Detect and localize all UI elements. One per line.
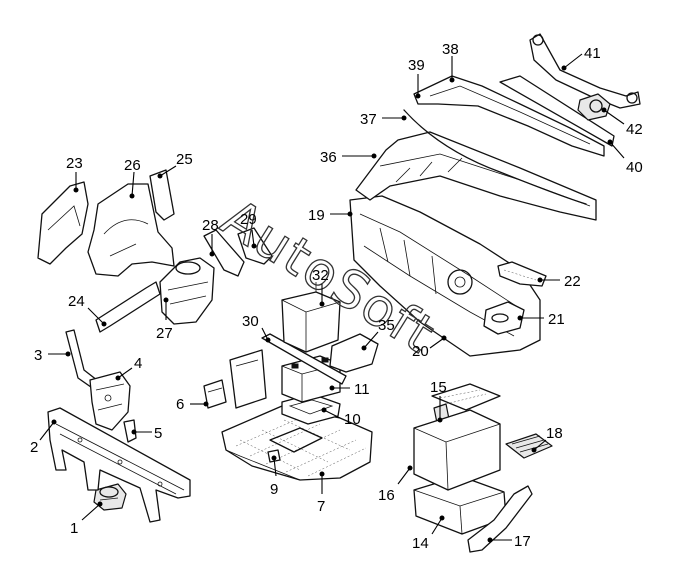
svg-text:28: 28 (202, 217, 219, 234)
svg-text:11: 11 (354, 381, 370, 398)
callout-2: 2 (30, 419, 57, 456)
callout-3: 3 (34, 347, 71, 364)
svg-text:7: 7 (317, 498, 325, 515)
svg-text:18: 18 (546, 425, 563, 442)
part-28-bracket (203, 229, 245, 277)
callout-25: 25 (157, 151, 193, 179)
svg-text:40: 40 (626, 159, 643, 176)
svg-text:15: 15 (430, 379, 447, 396)
svg-text:37: 37 (360, 111, 377, 128)
callout-10: 10 (321, 407, 361, 428)
callout-37: 37 (360, 111, 407, 128)
svg-text:19: 19 (308, 207, 325, 224)
part-37-seal-strip (403, 109, 587, 205)
callout-29: 29 (240, 211, 257, 249)
part-4-bracket-housing (89, 371, 131, 431)
callout-7: 7 (317, 471, 325, 515)
svg-text:26: 26 (124, 157, 141, 174)
part-35-cover (329, 333, 379, 373)
part-42-wiper-motor (577, 93, 611, 121)
callout-38: 38 (442, 41, 459, 83)
part-38-cowl-upper (413, 75, 605, 157)
part-25-small-panel (149, 169, 175, 221)
callout-39: 39 (408, 57, 425, 99)
callout-26: 26 (124, 157, 141, 199)
callout-5: 5 (131, 425, 162, 442)
svg-text:32: 32 (312, 267, 329, 284)
svg-text:16: 16 (378, 487, 395, 504)
svg-text:41: 41 (584, 45, 601, 62)
svg-text:14: 14 (412, 535, 429, 552)
svg-text:24: 24 (68, 293, 85, 310)
callout-17: 17 (487, 533, 531, 550)
part-5-clip (123, 419, 137, 443)
svg-text:29: 29 (240, 211, 257, 228)
svg-text:3: 3 (34, 347, 42, 364)
svg-text:42: 42 (626, 121, 643, 138)
part-26-wheelhouse (87, 183, 175, 277)
callout-35: 35 (361, 317, 395, 351)
svg-text:25: 25 (176, 151, 193, 168)
part-32-control-box (281, 282, 341, 353)
callout-27: 27 (156, 297, 173, 342)
callout-6: 6 (176, 396, 209, 413)
callout-28: 28 (202, 217, 219, 257)
callout-15: 15 (430, 379, 447, 423)
svg-text:30: 30 (242, 313, 259, 330)
svg-text:39: 39 (408, 57, 425, 74)
svg-text:17: 17 (514, 533, 531, 550)
svg-text:20: 20 (412, 343, 429, 360)
svg-text:1: 1 (70, 520, 78, 537)
callout-23: 23 (66, 155, 83, 193)
callout-32: 32 (312, 267, 329, 307)
svg-text:2: 2 (30, 439, 38, 456)
callout-40: 40 (607, 139, 643, 176)
svg-text:22: 22 (564, 273, 581, 290)
callout-22: 22 (537, 273, 581, 290)
part-27-reservoir (159, 257, 215, 325)
part-41-wiper-linkage (529, 33, 641, 109)
part-23-inner-panel (37, 181, 89, 265)
callout-36: 36 (320, 149, 377, 166)
part-30-rod (261, 333, 347, 385)
svg-text:27: 27 (156, 325, 173, 342)
part-21-bracket (483, 301, 525, 335)
svg-text:36: 36 (320, 149, 337, 166)
svg-text:23: 23 (66, 155, 83, 172)
part-40-rail (499, 75, 615, 147)
svg-text:38: 38 (442, 41, 459, 58)
callout-9: 9 (270, 455, 278, 498)
callout-21: 21 (517, 311, 565, 328)
part-2-front-crossmember (47, 407, 191, 523)
callout-11: 11 (329, 381, 370, 398)
callout-24: 24 (68, 293, 107, 327)
svg-text:4: 4 (134, 355, 142, 372)
svg-text:9: 9 (270, 481, 278, 498)
part-vertical-plate (229, 349, 267, 409)
callout-18: 18 (531, 425, 563, 453)
svg-text:6: 6 (176, 396, 184, 413)
svg-text:10: 10 (344, 411, 361, 428)
callout-41: 41 (561, 45, 601, 71)
svg-text:21: 21 (548, 311, 565, 328)
part-22-trim-strip (497, 261, 547, 287)
callout-4: 4 (115, 355, 142, 381)
callout-30: 30 (242, 313, 271, 343)
part-16-relay-box (413, 383, 501, 491)
callout-20: 20 (412, 335, 447, 360)
callout-14: 14 (412, 515, 445, 552)
callout-1: 1 (70, 501, 103, 537)
part-24-strut-brace (95, 281, 161, 333)
callouts: 1 2 3 4 5 6 7 9 (30, 41, 643, 552)
callout-16: 16 (378, 465, 413, 504)
part-7-floor-tray (221, 405, 373, 481)
callout-19: 19 (308, 207, 353, 224)
part-17-long-bracket (467, 485, 533, 553)
svg-text:5: 5 (154, 425, 162, 442)
part-6-plate (203, 379, 227, 409)
svg-text:35: 35 (378, 317, 395, 334)
callout-42: 42 (601, 107, 643, 138)
